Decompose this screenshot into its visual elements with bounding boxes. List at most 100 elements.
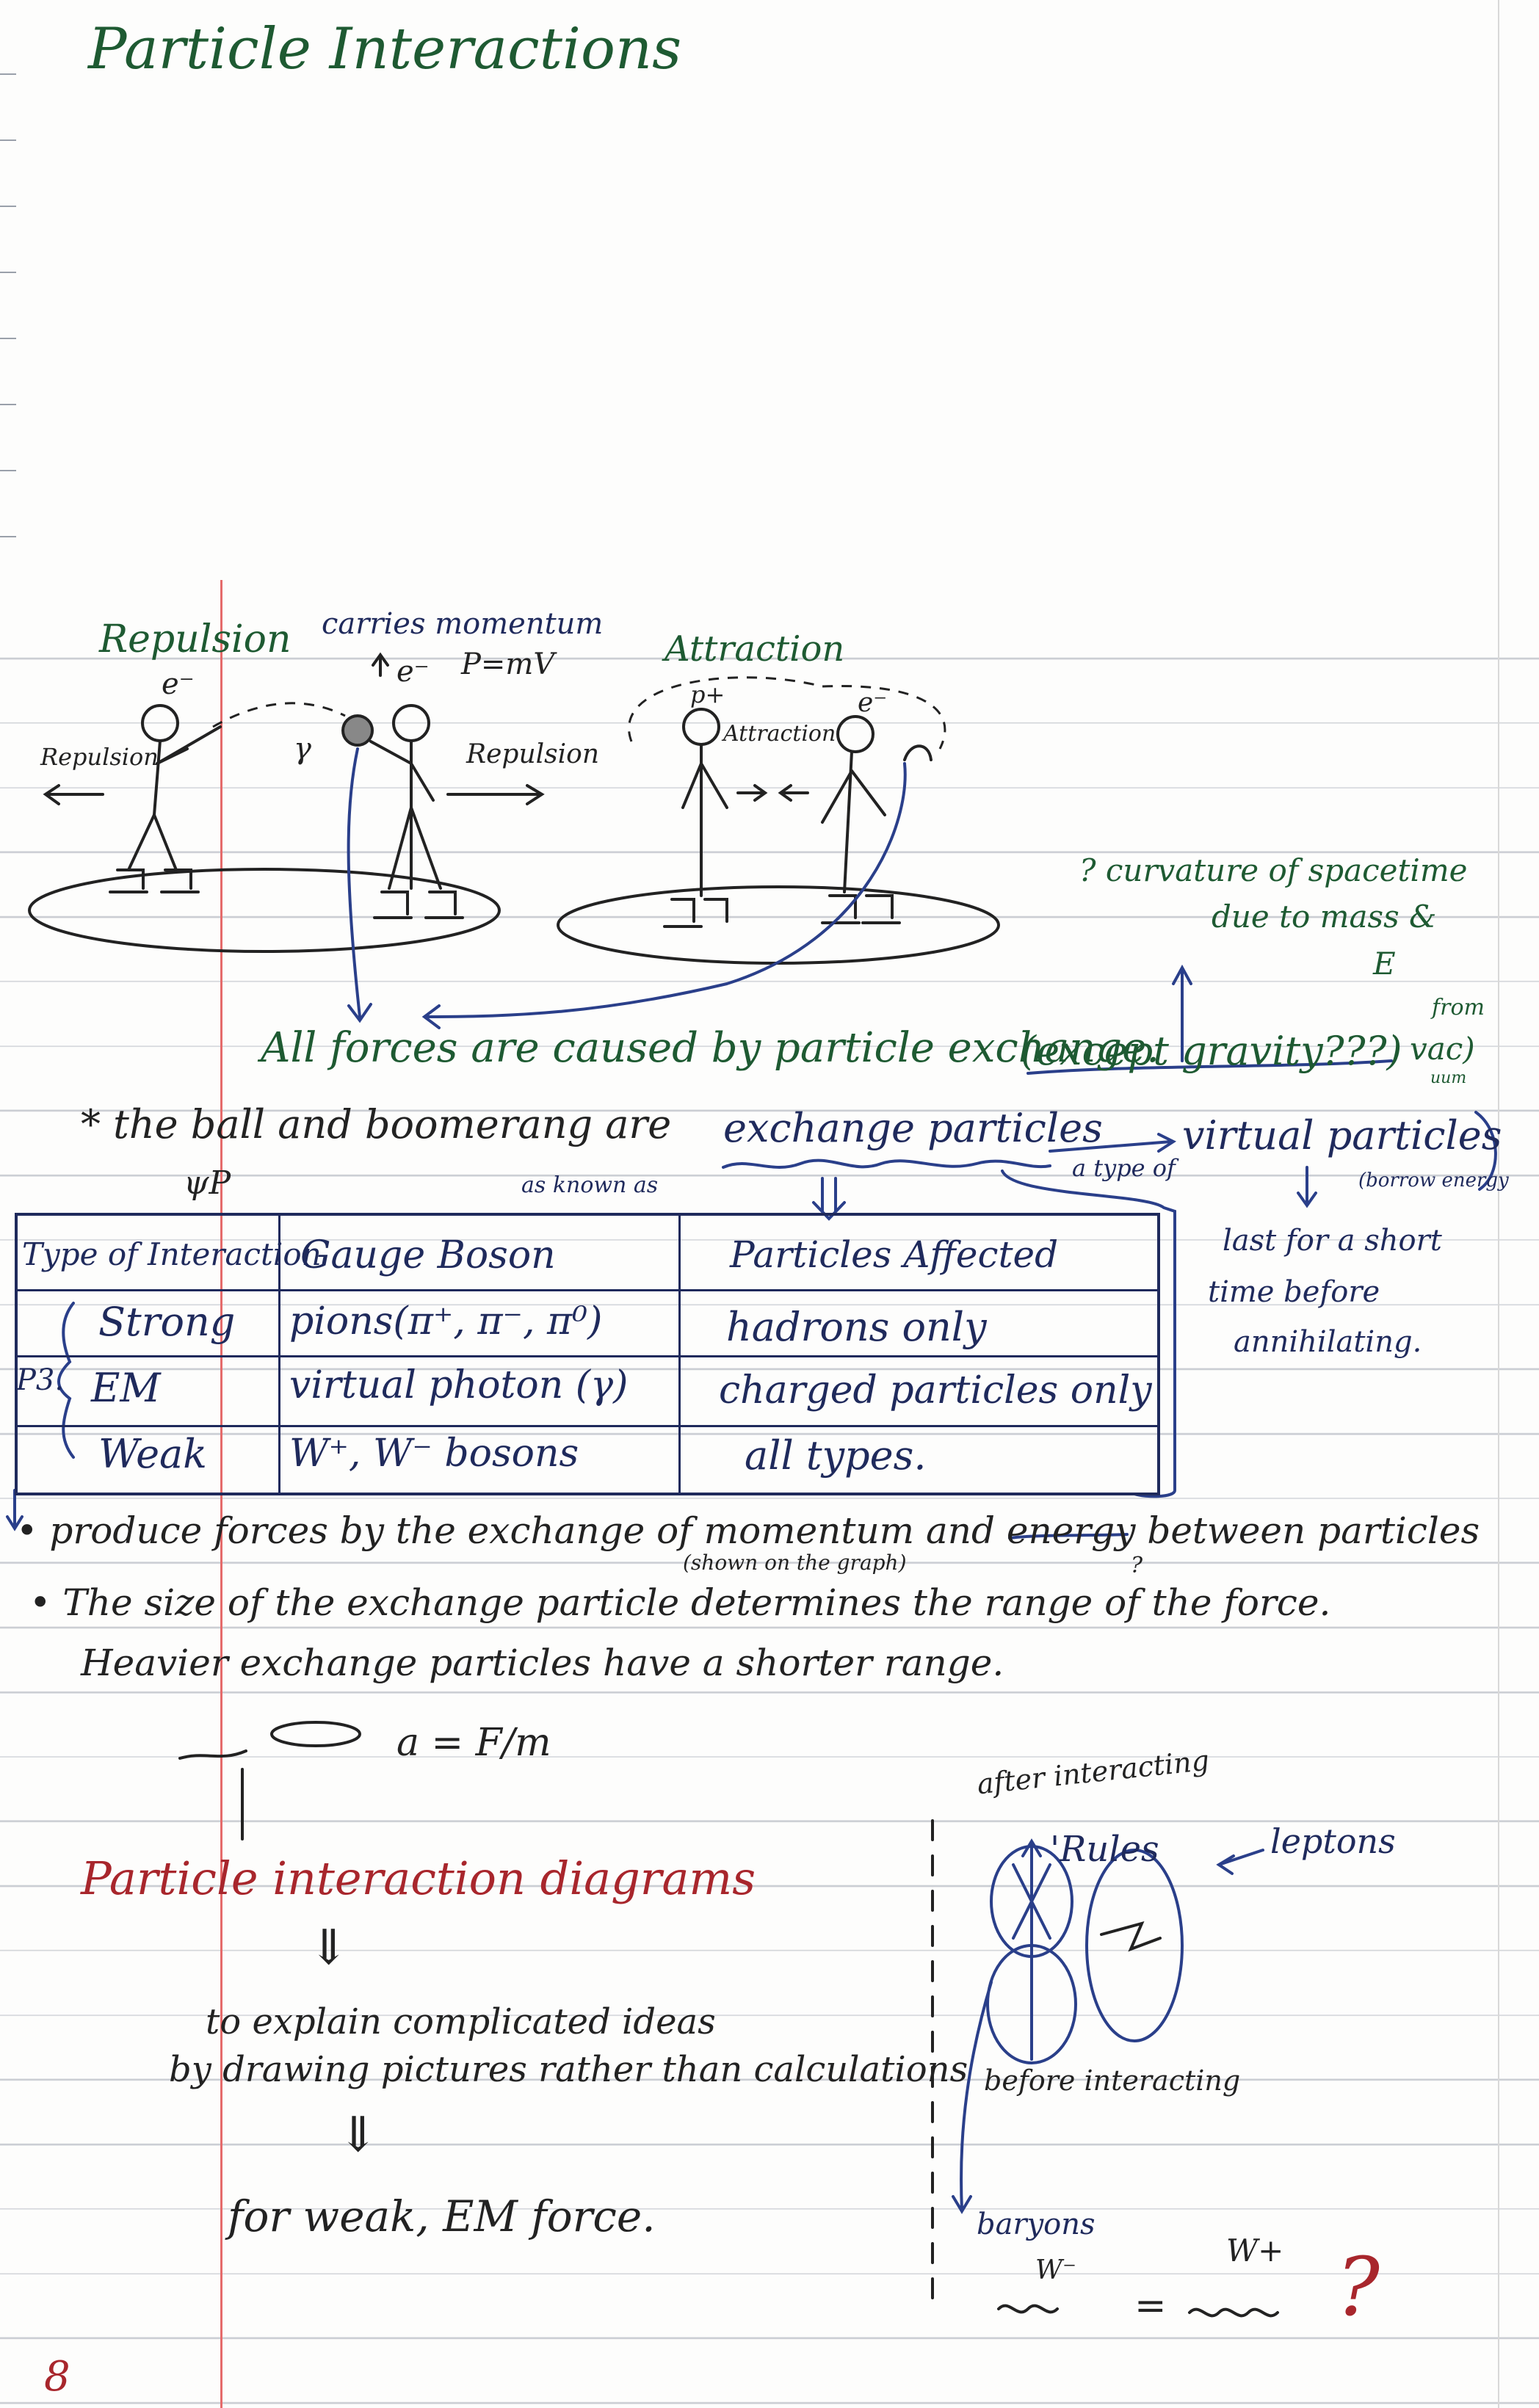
table-header-affected: Particles Affected	[730, 1233, 1059, 1276]
attract-arrow-left	[778, 784, 809, 802]
underline-gravity	[1026, 1059, 1393, 1075]
scribble-mark	[1100, 1921, 1162, 1952]
repulsion-right-label: Repulsion	[466, 739, 600, 769]
explain-line2: by drawing pictures rather than calculat…	[169, 2049, 968, 2090]
row-strong-affected: hadrons only	[726, 1304, 987, 1350]
ball-path	[212, 702, 346, 728]
momentum-up-arrow	[372, 652, 389, 677]
acceleration-formula: a = F/m	[396, 1721, 551, 1765]
from-vacuum-line1: from	[1432, 995, 1485, 1020]
margin-tick	[0, 470, 16, 471]
small-question-mark: ?	[1131, 1553, 1143, 1578]
left-push-arrow	[43, 784, 104, 805]
carries-momentum-label: carries momentum	[322, 607, 604, 641]
right-push-arrow	[446, 784, 545, 805]
table-loop	[1001, 1169, 1176, 1498]
before-interacting-label: before interacting	[984, 2064, 1241, 2097]
p3-label: P3.	[16, 1363, 65, 1397]
repulsion-heading: Repulsion	[99, 617, 291, 661]
row-strong-boson: pions(π⁺, π⁻, π⁰)	[289, 1299, 603, 1343]
from-vacuum-line2: vac)	[1410, 1031, 1475, 1067]
equals-sign: =	[1134, 2284, 1167, 2328]
table-to-bullets-arrow	[6, 1489, 23, 1531]
leptons-label: leptons	[1270, 1821, 1396, 1861]
exchange-underline	[722, 1158, 1051, 1169]
page-edge	[1498, 0, 1499, 2408]
big-question-mark: ?	[1336, 2240, 1380, 2334]
w-minus-label: W⁻	[1035, 2255, 1077, 2285]
to-baryons-arrow	[952, 1981, 993, 2214]
from-vacuum-line3: uum	[1430, 1069, 1467, 1087]
w-plus-wave	[1188, 2307, 1279, 2318]
row-weak-type: Weak	[98, 1431, 207, 1477]
rules-label: 'Rules	[1050, 1829, 1159, 1870]
boomerang-doodle-oval	[270, 1721, 361, 1747]
interaction-table: Type of Interaction Gauge Boson Particle…	[15, 1213, 1160, 1495]
page-title: Particle Interactions	[88, 16, 682, 82]
page-number: 8	[44, 2353, 70, 2401]
lepton-oval	[1085, 1849, 1184, 2042]
curvature-line1: ? curvature of spacetime	[1079, 852, 1468, 888]
table-header-boson: Gauge Boson	[300, 1233, 556, 1277]
bullet-line1: • produce forces by the exchange of mome…	[16, 1509, 1480, 1552]
borrow-energy: (borrow energy	[1358, 1169, 1509, 1192]
virtual-particles: virtual particles	[1182, 1112, 1502, 1158]
virtual-down-arrow	[1297, 1166, 1317, 1208]
boomerang-doodle	[178, 1749, 247, 1841]
last-short-line2: time before	[1208, 1275, 1380, 1309]
margin-tick	[0, 206, 16, 207]
exchange-particles: exchange particles	[723, 1105, 1103, 1151]
bullet-line2: • The size of the exchange particle dete…	[29, 1581, 1331, 1624]
curvature-line2: due to mass &	[1212, 899, 1437, 935]
attraction-inner-label: Attraction	[723, 721, 836, 747]
exchange-down-arrow	[812, 1177, 846, 1221]
table-header-type: Type of Interaction	[22, 1236, 322, 1272]
margin-tick	[0, 404, 16, 405]
pp-symbol: ψP	[184, 1164, 231, 1202]
time-arrow	[1021, 1838, 1042, 2061]
row-em-type: EM	[91, 1365, 161, 1411]
energy-underline	[1008, 1533, 1129, 1540]
for-forces: for weak, EM force.	[228, 2191, 656, 2241]
margin-tick	[0, 338, 16, 339]
table-row-divider	[18, 1289, 1157, 1291]
table-row-divider	[18, 1425, 1157, 1427]
last-short-line3: annihilating.	[1234, 1325, 1422, 1359]
gravity-up-arrow	[1172, 964, 1192, 1062]
margin-tick	[0, 73, 16, 75]
down-arrow-2: ⇓	[338, 2106, 379, 2163]
table-row-divider	[18, 1355, 1157, 1357]
ice-rink-right	[557, 885, 1000, 965]
baryons-label: baryons	[977, 2208, 1096, 2241]
proton-label: p+	[690, 681, 725, 708]
margin-tick	[0, 139, 16, 141]
also-known-as: as known as	[521, 1172, 659, 1198]
electron-label-right: e⁻	[858, 688, 888, 718]
exchange-intro: * the ball and boomerang are	[81, 1101, 672, 1147]
attraction-heading: Attraction	[665, 628, 845, 670]
attract-arrow-right	[736, 784, 768, 802]
cross-lines	[1012, 1863, 1051, 1940]
w-plus-label: W+	[1226, 2233, 1284, 2269]
gamma-label: γ	[294, 732, 311, 766]
blank-area	[0, 0, 1539, 587]
a-type-of: a type of	[1072, 1154, 1176, 1182]
row-em-boson: virtual photon (γ)	[289, 1363, 629, 1407]
electron-label-mid: e⁻	[396, 655, 430, 689]
repulsion-left-label: Repulsion	[40, 743, 159, 771]
margin-tick	[0, 272, 16, 273]
virtual-bracket	[1474, 1111, 1497, 1191]
all-forces-sentence: All forces are caused by particle exchan…	[261, 1024, 1160, 1072]
curvature-line3: E	[1373, 946, 1396, 982]
row-em-affected: charged particles only	[719, 1368, 1152, 1412]
w-minus-wave	[997, 2304, 1059, 2314]
to-virtual-arrow	[1049, 1133, 1177, 1153]
bullet-line3: Heavier exchange particles have a shorte…	[81, 1642, 1004, 1684]
last-short-line1: last for a short	[1223, 1224, 1442, 1258]
momentum-formula: P=mV	[461, 648, 555, 681]
except-gravity: (except gravity???)	[1021, 1028, 1402, 1074]
row-strong-type: Strong	[98, 1299, 236, 1345]
ball-to-forces-arrow	[347, 747, 372, 1023]
